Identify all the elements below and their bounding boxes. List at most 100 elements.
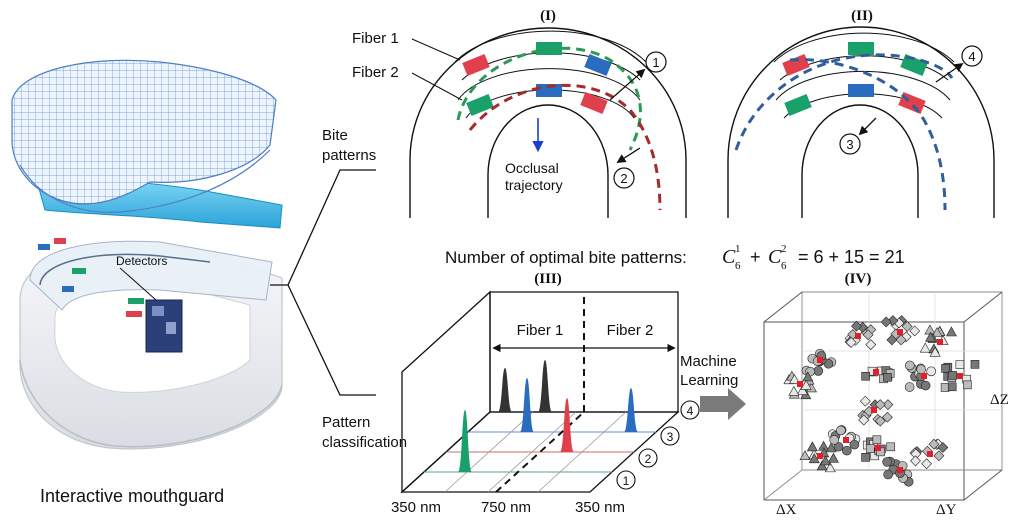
detector-leader	[119, 267, 157, 301]
cluster-marker-39	[929, 346, 941, 357]
panel-I-occlusal-line1: Occlusal	[505, 160, 559, 176]
panel-IV-label: (IV)	[845, 271, 872, 287]
cluster-marker-149	[883, 469, 893, 480]
panel-II-blue-dashed-2	[789, 58, 947, 211]
cluster-marker-117	[921, 458, 933, 470]
panel-III-row-4-num: 4	[687, 404, 694, 418]
fiber-segment-green	[72, 268, 86, 274]
panel-II-seg-blue-2	[848, 84, 874, 97]
panel-III-peak-blue-2	[624, 388, 638, 432]
panel-III-col-line-3	[537, 411, 627, 493]
panel-I-arrow-1	[609, 68, 646, 101]
cluster-centroid-0	[817, 357, 823, 363]
cluster-marker-119	[933, 450, 945, 462]
cluster-marker-97	[819, 455, 831, 466]
cluster-marker-42	[925, 331, 937, 342]
machine-learning-line1: Machine	[680, 353, 737, 370]
cluster-marker-98	[806, 441, 818, 452]
panel-II-marker-4-num: 4	[968, 49, 975, 64]
bite-patterns-label-line1: Bite	[322, 127, 348, 144]
cluster-marker-30	[886, 334, 898, 346]
panel-I-label: (I)	[540, 8, 556, 24]
cluster-marker-65	[916, 364, 926, 375]
cluster-marker-80	[886, 442, 896, 452]
panel-III-peak-dark-1	[498, 368, 512, 412]
panel-I-seg-red-2	[580, 92, 608, 114]
panel-I-green-dashed	[456, 46, 642, 151]
cluster-marker-108	[829, 435, 840, 445]
cluster-marker-20	[845, 336, 857, 348]
cluster-marker-37	[931, 326, 943, 337]
mouthguard-illustration: Detectors Interactive mouthguard	[11, 59, 283, 506]
pattern-classification-line1: Pattern	[322, 414, 370, 431]
cluster-marker-127	[941, 364, 950, 373]
panel-I-seg-green-2	[466, 94, 494, 116]
cluster-marker-140	[802, 371, 814, 382]
cluster-marker-71	[859, 395, 871, 407]
panel-I-seg-blue-2	[536, 84, 562, 97]
panel-III-row-2-num: 2	[645, 452, 652, 466]
cluster-marker-24	[901, 320, 913, 332]
cluster-marker-36	[924, 324, 936, 335]
panel-II-arrow-3	[858, 117, 877, 136]
panel-II: (II) 4 3	[727, 8, 995, 218]
panel-II-label: (II)	[851, 8, 873, 24]
panel-III-peak-blue-1	[520, 378, 534, 432]
mouthguard-caption: Interactive mouthguard	[40, 486, 224, 506]
panel-I-fiber1-band	[454, 30, 647, 63]
formula-c1-sub: 6	[735, 260, 741, 272]
panel-I-marker-2-ring	[613, 167, 635, 189]
cluster-centroid-2	[897, 329, 903, 335]
cluster-marker-93	[816, 460, 828, 471]
panel-II-seg-green-b	[900, 54, 928, 76]
cluster-marker-29	[900, 331, 912, 343]
panel-II-blue-dashed-1	[734, 53, 954, 151]
panel-I: (I) 1 2 Fiber 1 Fiber 2 Occlusal tra	[352, 8, 687, 218]
panel-IV-axis-z: ΔZ	[990, 392, 1009, 408]
cluster-marker-21	[865, 339, 877, 351]
cluster-marker-100	[842, 445, 852, 456]
panel-I-inner-arch	[487, 104, 609, 218]
cluster-marker-116	[937, 442, 949, 453]
bracket-line-bottom	[287, 284, 376, 396]
cluster-marker-75	[874, 415, 886, 427]
formula-tail: = 6 + 15 = 21	[798, 247, 905, 267]
cluster-marker-109	[849, 439, 860, 450]
panel-I-seg-blue	[584, 54, 612, 76]
formula-plus: +	[750, 247, 761, 267]
detector-chip-2	[166, 322, 176, 334]
formula-c1: C	[722, 246, 736, 268]
panel-I-marker-2-num: 2	[620, 171, 627, 186]
cluster-centroid-1	[855, 333, 861, 339]
cluster-marker-73	[858, 414, 870, 426]
bite-patterns-label-line2: patterns	[322, 147, 376, 164]
panel-IV-axis-y: ΔY	[936, 502, 957, 518]
panel-II-marker-3-ring	[839, 133, 861, 155]
cluster-marker-38	[919, 342, 931, 353]
panel-III-label: (III)	[534, 271, 562, 287]
fiber-segment-blue	[38, 244, 50, 250]
cluster-marker-139	[788, 373, 800, 384]
panel-IV: (IV) ΔX ΔY ΔZ	[763, 271, 1009, 518]
teeth-mesh-bottom	[19, 149, 271, 213]
panel-III: (III) Fiber 1 Fiber 2 1 2	[391, 271, 700, 516]
panel-II-marker-4-ring	[961, 45, 983, 67]
panel-I-outer-arch	[409, 27, 687, 218]
cluster-marker-114	[910, 455, 921, 467]
cluster-marker-18	[862, 329, 874, 341]
panel-I-arrow-2	[616, 147, 641, 163]
panel-I-fiber1-label: Fiber 1	[352, 30, 399, 47]
cluster-marker-74	[874, 399, 886, 411]
panel-II-band-1	[773, 32, 955, 63]
machine-learning-arrow: Machine Learning	[680, 353, 746, 420]
guard-rim	[19, 359, 283, 448]
panel-II-seg-green-2	[784, 94, 812, 116]
panel-III-fiber2-label: Fiber 2	[607, 322, 654, 339]
cluster-marker-58	[926, 366, 936, 377]
formula-c2: C	[768, 246, 782, 268]
panel-IV-edge-3	[963, 469, 1003, 501]
panel-I-marker-1-num: 1	[652, 55, 659, 70]
cluster-marker-63	[905, 360, 915, 371]
